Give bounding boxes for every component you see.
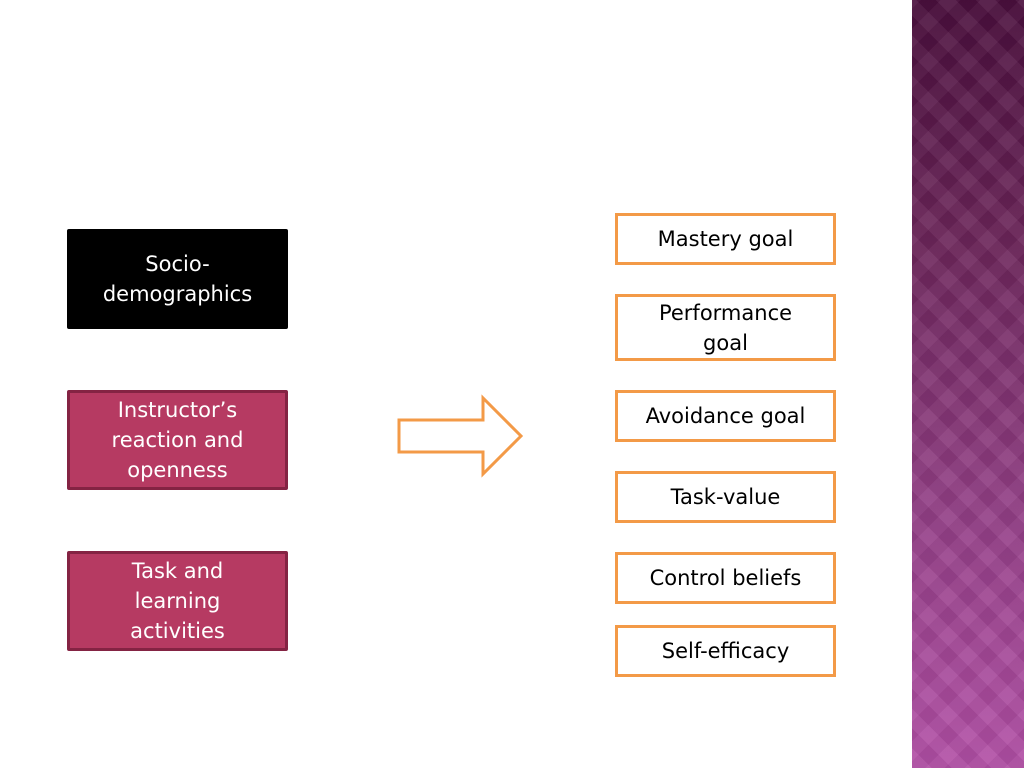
node-mastery-goal: Mastery goal bbox=[615, 213, 836, 265]
node-performance-goal: Performance goal bbox=[615, 294, 836, 361]
node-socio-demographics: Socio- demographics bbox=[67, 229, 288, 329]
node-instructor-reaction: Instructor’s reaction and openness bbox=[67, 390, 288, 490]
right-arrow-icon bbox=[397, 394, 524, 478]
node-control-beliefs: Control beliefs bbox=[615, 552, 836, 604]
decorative-side-band bbox=[912, 0, 1024, 768]
node-self-efficacy: Self-efficacy bbox=[615, 625, 836, 677]
node-task-value: Task-value bbox=[615, 471, 836, 523]
node-task-learning-activities: Task and learning activities bbox=[67, 551, 288, 651]
node-avoidance-goal: Avoidance goal bbox=[615, 390, 836, 442]
